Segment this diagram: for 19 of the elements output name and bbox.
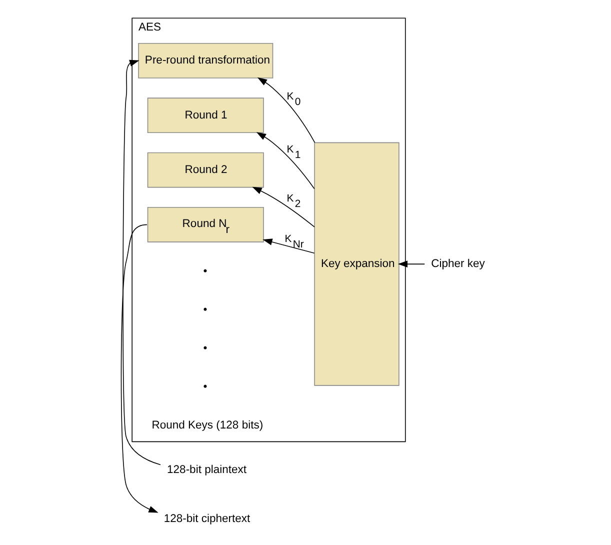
- label: •: [203, 342, 208, 354]
- arrow: [256, 132, 315, 190]
- label: •: [203, 265, 208, 278]
- node-box: Pre-round transformation: [138, 43, 274, 78]
- node-box: Round 2: [147, 152, 264, 188]
- node-text: 128-bit plaintext: [167, 464, 246, 476]
- arrow: [257, 77, 316, 143]
- node-box: Key expansion: [314, 142, 400, 386]
- label: •: [203, 381, 208, 394]
- label: •: [203, 304, 208, 316]
- arrow: [252, 186, 315, 228]
- arrow: [120, 224, 158, 513]
- node-box: Round 1: [147, 98, 264, 134]
- node-text: 128-bit ciphertext: [164, 512, 250, 525]
- arrow: [262, 238, 315, 254]
- arrow: [398, 260, 425, 268]
- node-text: Cipher key: [431, 258, 485, 270]
- label: Round Keys (128 bits): [152, 420, 264, 432]
- arrow: [122, 60, 161, 466]
